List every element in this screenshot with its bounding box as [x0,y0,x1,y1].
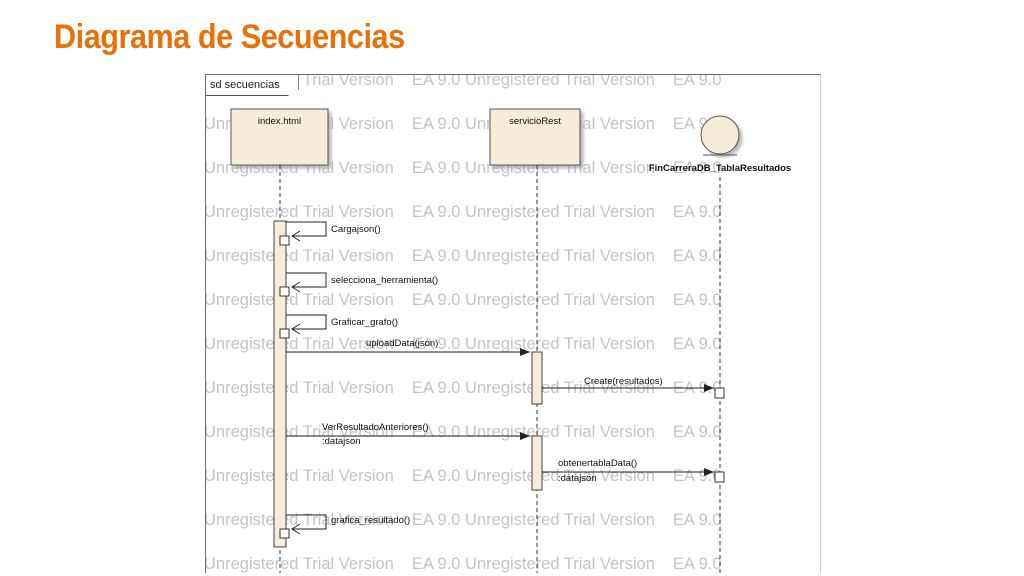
message-upload-data[interactable]: uploadData(json) [286,338,530,356]
watermark-row: Unregistered Trial Version EA 9.0 Unregis… [205,335,740,354]
svg-text:Graficar_grafo(): Graficar_grafo() [331,317,398,328]
watermark-text: EA 9.0 Unregistered Trial Version [411,511,655,529]
watermark-row: Unregistered Trial Version EA 9.0 Unregis… [205,511,740,530]
svg-text:selecciona_herramienta(): selecciona_herramienta() [331,275,438,286]
svg-text:VerResultadoAnteriores(): VerResultadoAnteriores() [322,422,429,433]
svg-text:Create(resultados): Create(resultados) [584,376,663,387]
watermark-text: EA 9.0 [672,247,722,265]
watermark-text: Unregistered Trial Version [205,247,394,265]
watermark-row: Unregistered Trial Version EA 9.0 Unregis… [205,247,740,266]
lifeline-label-tabla-resultados: FinCarreraDB_TablaResultados [649,163,791,174]
svg-text:obtenertablaData(): obtenertablaData() [558,458,637,469]
activation-bar-servicio-rest-1 [531,351,543,405]
activation-bar-servicio-rest-2 [531,435,543,491]
svg-text::datajson: :datajson [558,473,597,484]
watermark-text: Unregistered Trial Version [205,467,394,485]
watermark-text: EA 9.0 Unregistered Trial Version [411,159,655,177]
entity-icon[interactable] [700,115,740,155]
watermark-row: Unregistered Trial Version EA 9.0 Unregis… [205,291,740,310]
watermark-text: EA 9.0 [672,291,722,309]
watermark-text: Unregistered Trial Version [205,291,394,309]
watermark-text: Unregistered Trial Version [205,203,394,221]
message-obtener-tabla-data[interactable]: obtenertablaData() :datajson [542,458,725,484]
message-selecciona-herramienta[interactable]: selecciona_herramienta() [279,272,438,297]
watermark-text: EA 9.0 Unregistered Trial Version [411,335,655,353]
watermark-row: Unregistered Trial Version EA 9.0 Unregis… [205,203,740,222]
frame-label: sd secuencias [206,75,299,96]
watermark-text: EA 9.0 [672,159,722,177]
watermark-text: Unregistered Trial Version [205,511,394,529]
watermark-text: EA 9.0 Unregistered Trial Version [411,247,655,265]
watermark-text: EA 9.0 [672,423,722,441]
svg-text:Cargajson(): Cargajson() [331,224,381,235]
watermark-text: EA 9.0 Unregistered Trial Version [411,203,655,221]
watermark-text: Unregistered Trial Version [205,379,394,397]
svg-text:grafica_resultado(): grafica_resultado() [331,515,410,526]
watermark-text: Unregistered Trial Version [205,555,394,573]
message-graficar-grafo[interactable]: Graficar_grafo() [279,314,398,339]
svg-text:uploadData(json): uploadData(json) [366,338,438,349]
watermark-text: Unregistered Trial Version [205,335,394,353]
watermark-text: EA 9.0 Unregistered Trial Version [411,291,655,309]
sequence-diagram-frame: sd secuencias Unregistered Trial Version… [205,74,821,573]
watermark-text: EA 9.0 [672,74,722,89]
watermark-text: EA 9.0 Unregistered Trial Version [411,555,655,573]
watermark-text: EA 9.0 [672,335,722,353]
watermark-text: EA 9.0 [672,203,722,221]
message-cargajson[interactable]: Cargajson() [279,221,381,246]
message-ver-resultado-anteriores[interactable]: VerResultadoAnteriores() :datajson [286,422,530,447]
message-create-resultados[interactable]: Create(resultados) [542,376,725,399]
lifeline-label-servicio-rest: servicioRest [509,116,561,127]
watermark-text: EA 9.0 [672,555,722,573]
lifeline-label-index-html: index.html [258,116,301,127]
message-grafica-resultado[interactable]: grafica_resultado() [279,514,410,539]
sequence-diagram: index.html servicioRest FinCarreraDB_Tab… [230,108,791,573]
watermark-text: EA 9.0 Unregistered Trial Version [411,74,655,89]
svg-text::datajson: :datajson [322,436,361,447]
page-title: Diagrama de Secuencias [54,18,405,56]
activation-bar-index-html [273,220,287,548]
watermark-text: EA 9.0 [672,511,722,529]
watermark-row: Unregistered Trial Version EA 9.0 Unregis… [205,555,740,573]
lifeline-head-servicio-rest[interactable] [489,108,581,166]
